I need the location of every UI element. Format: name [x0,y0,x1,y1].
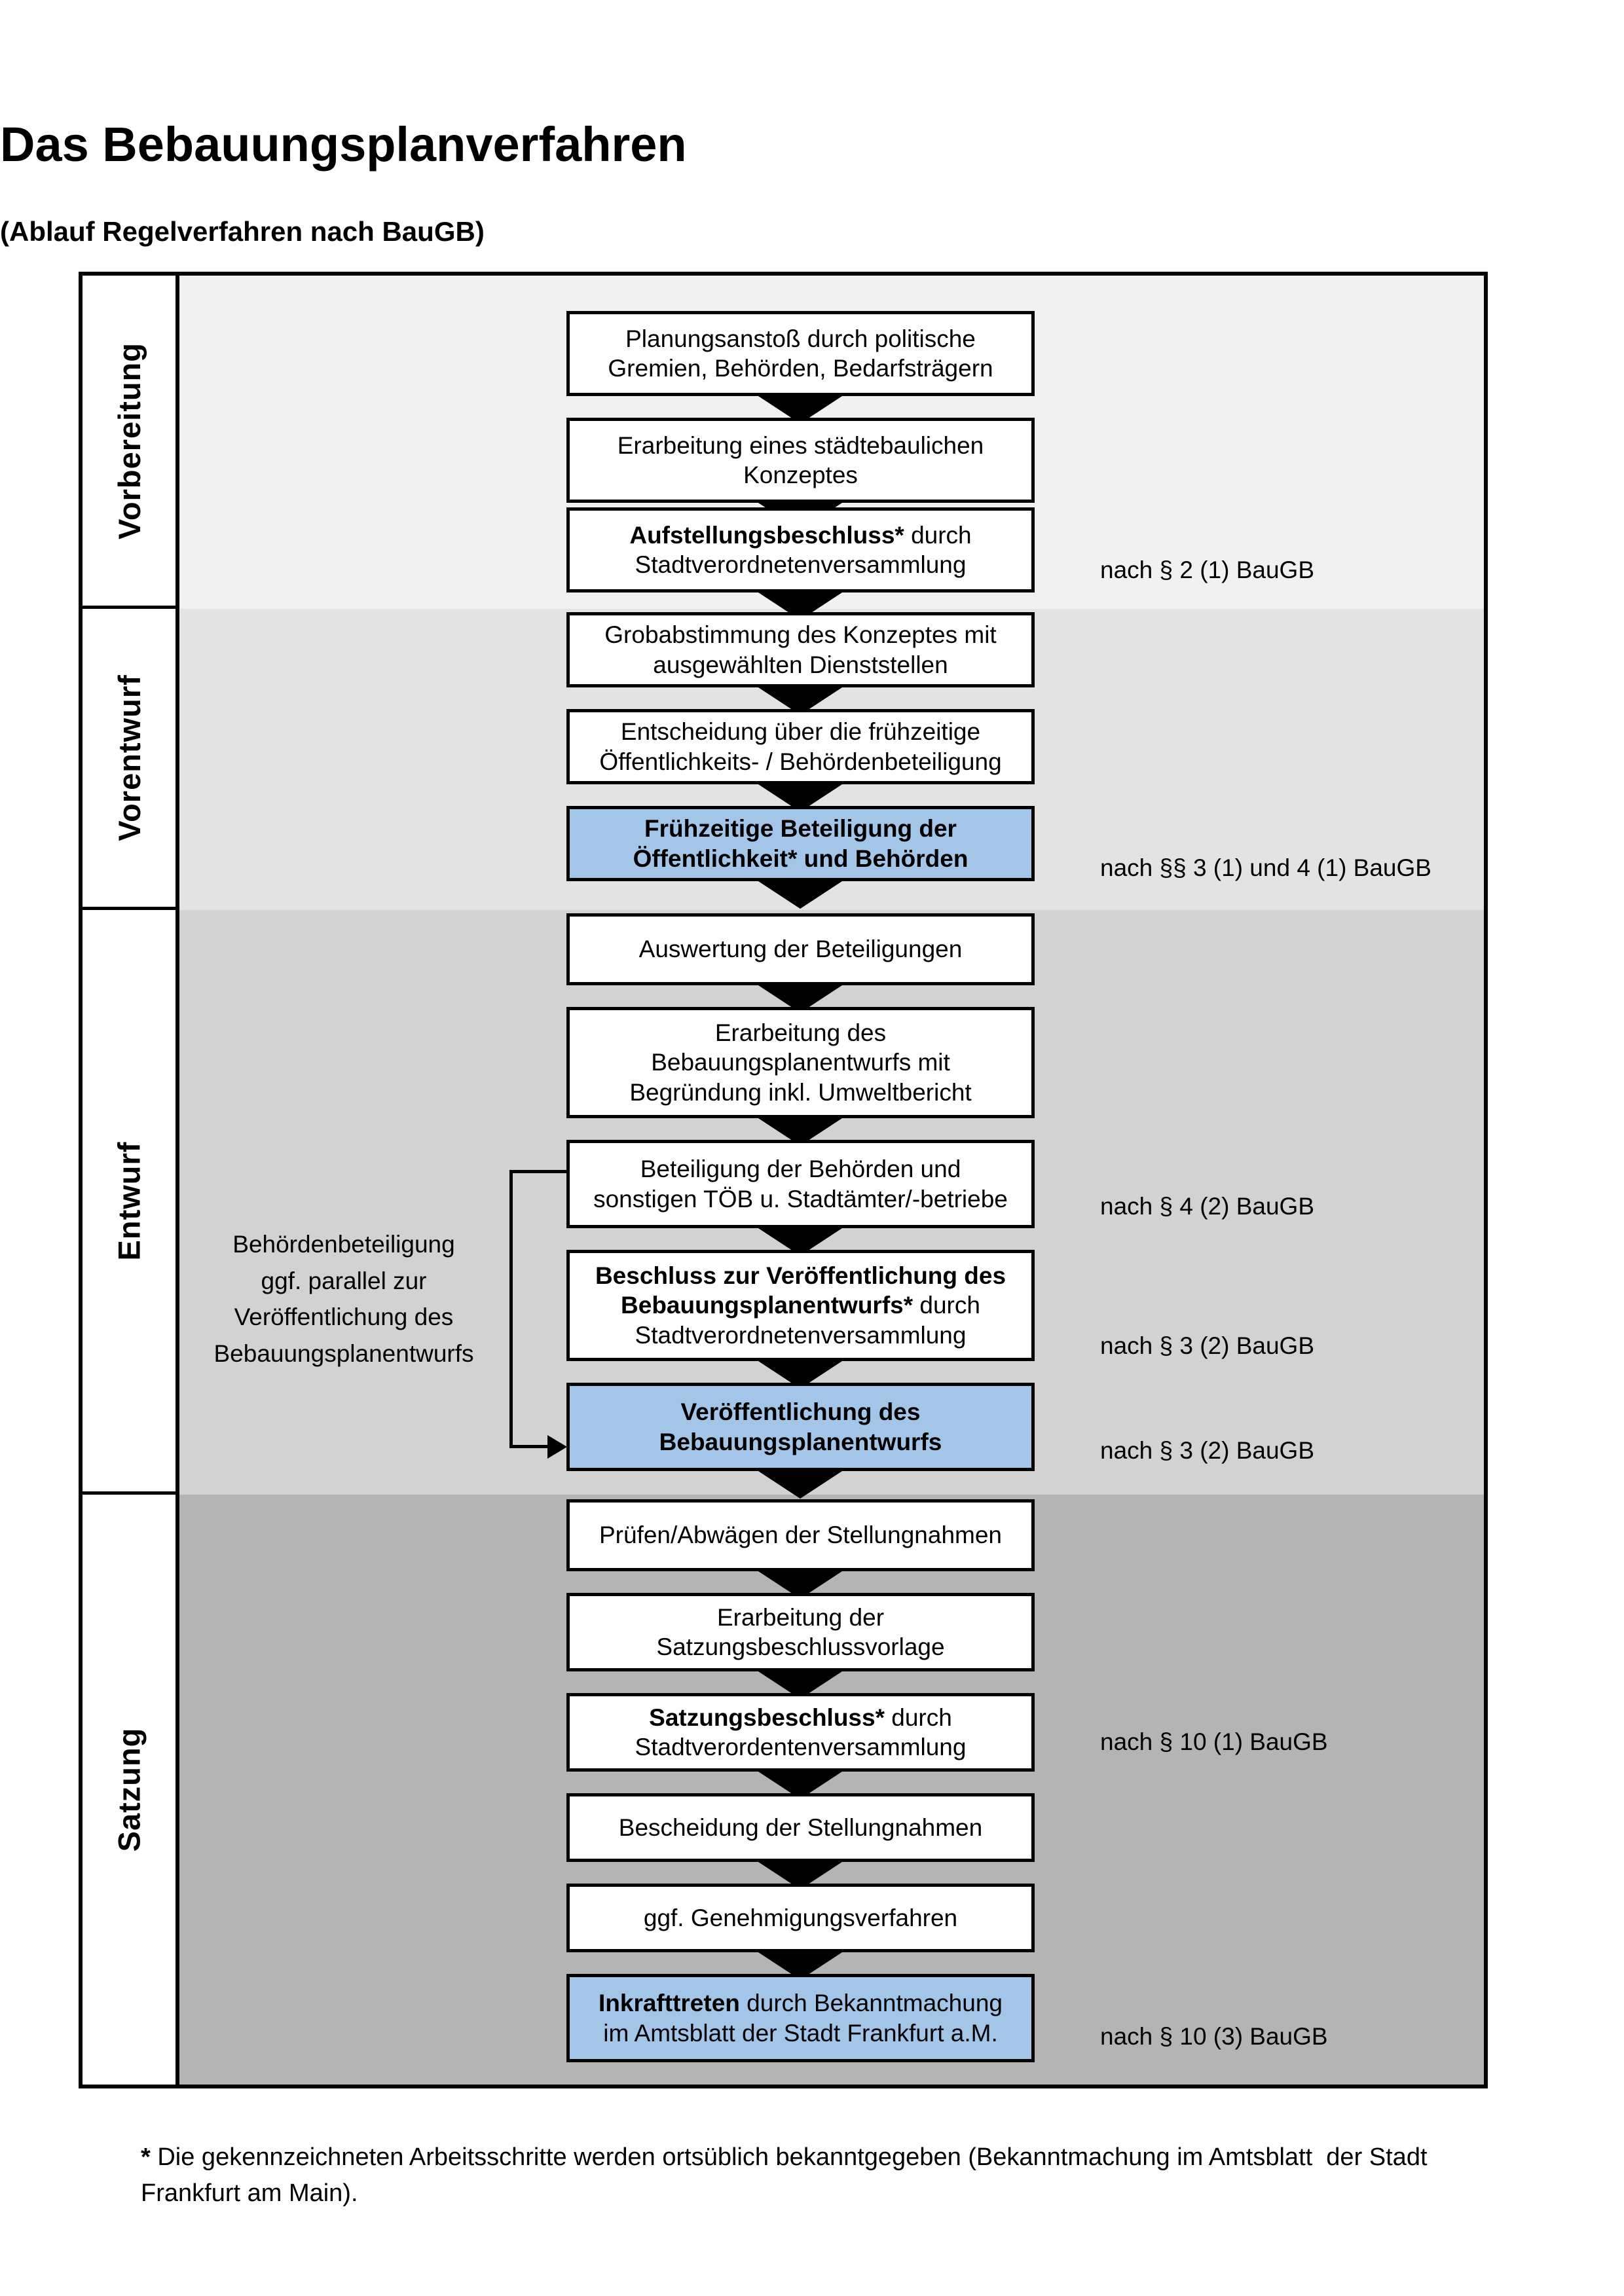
legal-reference: nach § 10 (3) BauGB [1100,2023,1328,2050]
flow-step-text-rest: Auswertung der Beteiligungen [638,936,963,963]
flow-step-text: Erarbeitung eines städtebaulichen Konzep… [612,429,989,491]
flow-step-text-rest: ggf. Genehmigungsverfahren [643,1904,958,1931]
flow-step-text-bold: Aufstellungsbeschluss* [629,521,904,549]
flow-step-highlighted: Frühzeitige Beteiligung der Öffentlichke… [566,806,1035,881]
flowchart-frame: Vorbereitung Vorentwurf Entwurf Satzung … [79,272,1488,2088]
flow-step: Auswertung der Beteiligungen [566,913,1035,985]
flow-step-text: ggf. Genehmigungsverfahren [638,1902,963,1934]
flow-step-text-bold: Beschluss zur Veröffentlichung des Bebau… [595,1262,1006,1319]
flow-step: Beteiligung der Behörden und sonstigen T… [566,1140,1035,1228]
flow-step-text-rest: durch Stadtverordentenversammlung [635,1704,967,1760]
flow-step-text: Planungsanstoß durch politische Gremien,… [602,323,998,384]
page-title: Das Bebauungsplanverfahren [0,117,687,172]
bracket-vertical-line [509,1170,513,1448]
flow-step: Aufstellungsbeschluss* durch Stadtverord… [566,507,1035,592]
flow-step: Bescheidung der Stellungnahmen [566,1793,1035,1862]
flow-step-text-bold: Veröffentlichung des Bebauungsplanentwur… [659,1398,942,1455]
flow-step: Grobabstimmung des Konzeptes mit ausgewä… [566,612,1035,687]
flow-step: Erarbeitung des Bebauungsplanentwurfs mi… [566,1007,1035,1118]
flow-step-text: Beschluss zur Veröffentlichung des Bebau… [590,1260,1011,1351]
flow-step-text: Prüfen/Abwägen der Stellungnahmen [594,1519,1007,1551]
flow-step: Satzungsbeschluss* durch Stadtverordente… [566,1693,1035,1772]
flow-step-text: Erarbeitung der Satzungsbeschlussvorlage [651,1601,950,1663]
legal-reference: nach § 10 (1) BauGB [1100,1728,1328,1755]
flow-step-text: Inkrafttreten durch Bekanntmachung im Am… [593,1987,1008,2049]
flow-step-text-rest: Prüfen/Abwägen der Stellungnahmen [599,1522,1003,1549]
bracket-bottom-line [509,1445,550,1448]
flow-step-text: Veröffentlichung des Bebauungsplanentwur… [654,1396,948,1457]
flow-step-text: Grobabstimmung des Konzeptes mit ausgewä… [599,619,1001,680]
parallel-participation-note: Behördenbeteiligung ggf. parallel zur Ve… [213,1231,474,1367]
legal-reference: nach §§ 3 (1) und 4 (1) BauGB [1100,854,1431,881]
legal-reference: nach § 4 (2) BauGB [1100,1193,1315,1220]
flow-step-text: Satzungsbeschluss* durch Stadtverordente… [630,1702,972,1763]
legal-reference: nach § 2 (1) BauGB [1100,556,1315,583]
flow-step: Erarbeitung eines städtebaulichen Konzep… [566,418,1035,503]
flow-step: Beschluss zur Veröffentlichung des Bebau… [566,1250,1035,1361]
legal-reference: nach § 3 (2) BauGB [1100,1332,1315,1359]
flow-step-text: Aufstellungsbeschluss* durch Stadtverord… [624,519,976,581]
flow-step-text: Frühzeitige Beteiligung der Öffentlichke… [628,812,974,874]
flow-step-text: Erarbeitung des Bebauungsplanentwurfs mi… [624,1017,976,1108]
flow-step-text-rest: Planungsanstoß durch politische Gremien,… [608,325,993,382]
sidebar-cell-vorentwurf: Vorentwurf [83,609,179,910]
footnote: * Die gekennzeichneten Arbeitsschritte w… [141,2140,1509,2212]
flow-step-text-bold: Frühzeitige Beteiligung der Öffentlichke… [633,815,969,872]
flow-step-highlighted: Veröffentlichung des Bebauungsplanentwur… [566,1383,1035,1471]
flow-step-text-rest: Erarbeitung der Satzungsbeschlussvorlage [656,1603,945,1660]
flow-step-text-rest: durch Bekanntmachung im Amtsblatt der St… [603,1990,1003,2047]
flow-step-text-rest: Grobabstimmung des Konzeptes mit ausgewä… [604,621,997,678]
flow-step-text: Beteiligung der Behörden und sonstigen T… [588,1153,1013,1214]
phase-label-satzung: Satzung [111,1727,147,1852]
flow-step-text-bold: Satzungsbeschluss* [649,1704,885,1731]
flow-step-text-rest: Entscheidung über die frühzeitige Öffent… [599,718,1002,775]
flow-step-text-rest: Erarbeitung des Bebauungsplanentwurfs mi… [629,1019,972,1106]
arrow-down-icon [758,881,842,909]
flow-step-text-rest: Beteiligung der Behörden und sonstigen T… [593,1156,1008,1212]
sidebar-cell-satzung: Satzung [83,1495,179,2085]
arrow-down-icon [758,1471,842,1499]
flow-step-text-rest: durch Stadtverordnetenversammlung [635,1292,980,1349]
flow-step-text: Entscheidung über die frühzeitige Öffent… [594,716,1006,777]
flow-step-text-bold: Inkrafttreten [599,1990,740,2017]
flow-step: Planungsanstoß durch politische Gremien,… [566,311,1035,396]
sidebar-cell-vorbereitung: Vorbereitung [83,276,179,609]
phase-label-entwurf: Entwurf [111,1141,147,1260]
footnote-asterisk: * [141,2143,151,2171]
flow-step: Entscheidung über die frühzeitige Öffent… [566,709,1035,784]
legal-reference: nach § 3 (2) BauGB [1100,1437,1315,1464]
flow-step: Erarbeitung der Satzungsbeschlussvorlage [566,1593,1035,1671]
flow-step-text: Auswertung der Beteiligungen [634,933,968,965]
flow-step: Prüfen/Abwägen der Stellungnahmen [566,1499,1035,1571]
footnote-text: Die gekennzeichneten Arbeitsschritte wer… [141,2143,1428,2208]
bracket-right-arrow-icon [547,1435,567,1459]
flow-step-highlighted: Inkrafttreten durch Bekanntmachung im Am… [566,1974,1035,2062]
bracket-top-line [509,1170,566,1173]
sidebar-cell-entwurf: Entwurf [83,910,179,1495]
page-subtitle: (Ablauf Regelverfahren nach BauGB) [0,216,485,247]
flow-step: ggf. Genehmigungsverfahren [566,1884,1035,1952]
flow-step-text-rest: durch Stadtverordnetenversammlung [635,521,972,578]
phase-label-vorbereitung: Vorbereitung [111,342,147,539]
phase-label-vorentwurf: Vorentwurf [111,674,147,841]
flow-step-text: Bescheidung der Stellungnahmen [614,1812,987,1844]
flow-step-text-rest: Bescheidung der Stellungnahmen [618,1813,983,1841]
flow-step-text-rest: Erarbeitung eines städtebaulichen Konzep… [617,431,984,488]
